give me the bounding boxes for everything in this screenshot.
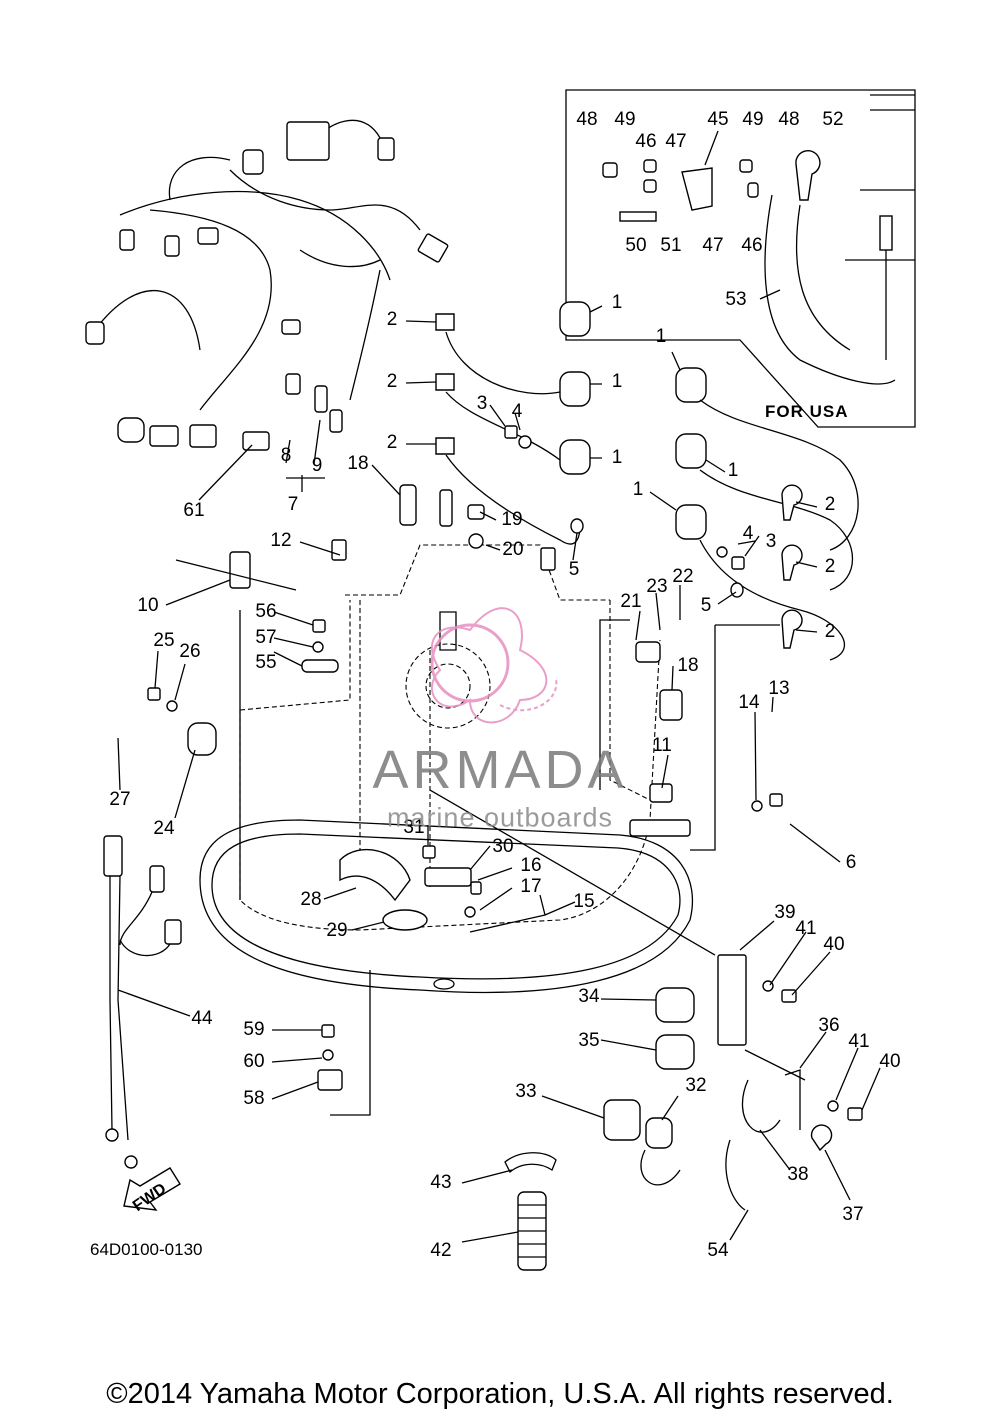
inset-box — [565, 89, 916, 428]
callout-36: 36 — [818, 1015, 840, 1036]
callout-46: 46 — [741, 235, 763, 256]
battery-cables — [103, 835, 182, 1169]
callout-23: 23 — [646, 576, 668, 597]
callout-41: 41 — [848, 1031, 870, 1052]
callout-48: 48 — [778, 109, 800, 130]
callout-53: 53 — [725, 289, 747, 310]
callout-28: 28 — [300, 889, 322, 910]
callout-8: 8 — [280, 445, 292, 466]
callout-5: 5 — [568, 559, 580, 580]
callout-25: 25 — [153, 630, 175, 651]
callout-40: 40 — [823, 934, 845, 955]
callout-33: 33 — [515, 1081, 537, 1102]
callout-9: 9 — [311, 455, 323, 476]
callout-48: 48 — [576, 109, 598, 130]
callout-13: 13 — [768, 678, 790, 699]
wire-harness — [85, 119, 449, 451]
callout-59: 59 — [243, 1019, 265, 1040]
callout-49: 49 — [742, 109, 764, 130]
callout-11: 11 — [652, 735, 672, 756]
callout-2: 2 — [386, 432, 398, 453]
callout-47: 47 — [702, 235, 724, 256]
diagram-code: 64D0100-0130 — [90, 1240, 203, 1259]
callout-2: 2 — [386, 309, 398, 330]
callout-58: 58 — [243, 1088, 265, 1109]
callout-47: 47 — [665, 131, 687, 152]
callout-56: 56 — [255, 601, 277, 622]
callout-42: 42 — [430, 1240, 452, 1261]
callout-41: 41 — [795, 918, 817, 939]
callout-29: 29 — [326, 920, 348, 941]
bottom-cowling — [199, 819, 694, 994]
callout-52: 52 — [822, 109, 844, 130]
callout-10: 10 — [137, 595, 159, 616]
callout-2: 2 — [824, 621, 836, 642]
callout-50: 50 — [625, 235, 647, 256]
callout-19: 19 — [501, 509, 523, 530]
callout-61: 61 — [183, 500, 205, 521]
callout-1: 1 — [632, 479, 644, 500]
callout-43: 43 — [430, 1172, 452, 1193]
watermark-subtitle: marine outboards — [386, 802, 614, 833]
callout-21: 21 — [620, 591, 642, 612]
callout-39: 39 — [774, 902, 796, 923]
callout-1: 1 — [727, 460, 739, 481]
callout-27: 27 — [109, 789, 131, 810]
small-parts — [147, 425, 783, 1116]
inset-note: FOR USA — [765, 402, 849, 421]
callout-40: 40 — [879, 1051, 901, 1072]
callout-2: 2 — [824, 494, 836, 515]
callout-30: 30 — [492, 836, 514, 857]
fwd-arrow — [123, 1167, 181, 1211]
callout-15: 15 — [573, 891, 595, 912]
callout-12: 12 — [270, 530, 292, 551]
callout-4: 4 — [742, 523, 754, 544]
callout-37: 37 — [842, 1204, 864, 1225]
callout-24: 24 — [153, 818, 175, 839]
callout-2: 2 — [386, 371, 398, 392]
callout-54: 54 — [707, 1240, 729, 1261]
callout-1: 1 — [611, 371, 623, 392]
callout-5: 5 — [700, 595, 712, 616]
callout-45: 45 — [707, 109, 729, 130]
callout-14: 14 — [738, 692, 760, 713]
callout-16: 16 — [520, 855, 542, 876]
callout-20: 20 — [502, 539, 524, 560]
watermark-title: ARMADA — [372, 740, 628, 800]
callout-38: 38 — [787, 1164, 809, 1185]
callout-4: 4 — [511, 401, 523, 422]
callout-18: 18 — [347, 453, 369, 474]
callout-2: 2 — [824, 556, 836, 577]
callout-17: 17 — [520, 876, 542, 897]
callout-6: 6 — [845, 852, 857, 873]
callout-44: 44 — [191, 1008, 213, 1029]
copyright-notice: ©2014 Yamaha Motor Corporation, U.S.A. A… — [106, 1378, 894, 1410]
relays-and-switches — [429, 619, 863, 1211]
ignition-coils — [435, 301, 859, 661]
leader-lines — [117, 130, 881, 1243]
inset-parts — [602, 94, 915, 385]
callout-26: 26 — [179, 641, 201, 662]
clamp-and-sleeve — [504, 1152, 557, 1271]
callout-60: 60 — [243, 1051, 265, 1072]
callout-51: 51 — [660, 235, 682, 256]
callout-22: 22 — [672, 566, 694, 587]
callout-1: 1 — [611, 447, 623, 468]
callout-32: 32 — [685, 1075, 707, 1096]
callout-35: 35 — [578, 1030, 600, 1051]
callout-1: 1 — [655, 326, 667, 347]
callout-57: 57 — [255, 627, 277, 648]
watermark-logo — [430, 607, 558, 724]
callout-18: 18 — [677, 655, 699, 676]
callout-1: 1 — [611, 292, 623, 313]
callout-49: 49 — [614, 109, 636, 130]
callout-55: 55 — [255, 652, 277, 673]
callout-7: 7 — [287, 494, 299, 515]
callout-3: 3 — [476, 393, 488, 414]
callout-31: 31 — [403, 817, 425, 838]
callout-34: 34 — [578, 986, 600, 1007]
callout-46: 46 — [635, 131, 657, 152]
callout-3: 3 — [765, 531, 777, 552]
